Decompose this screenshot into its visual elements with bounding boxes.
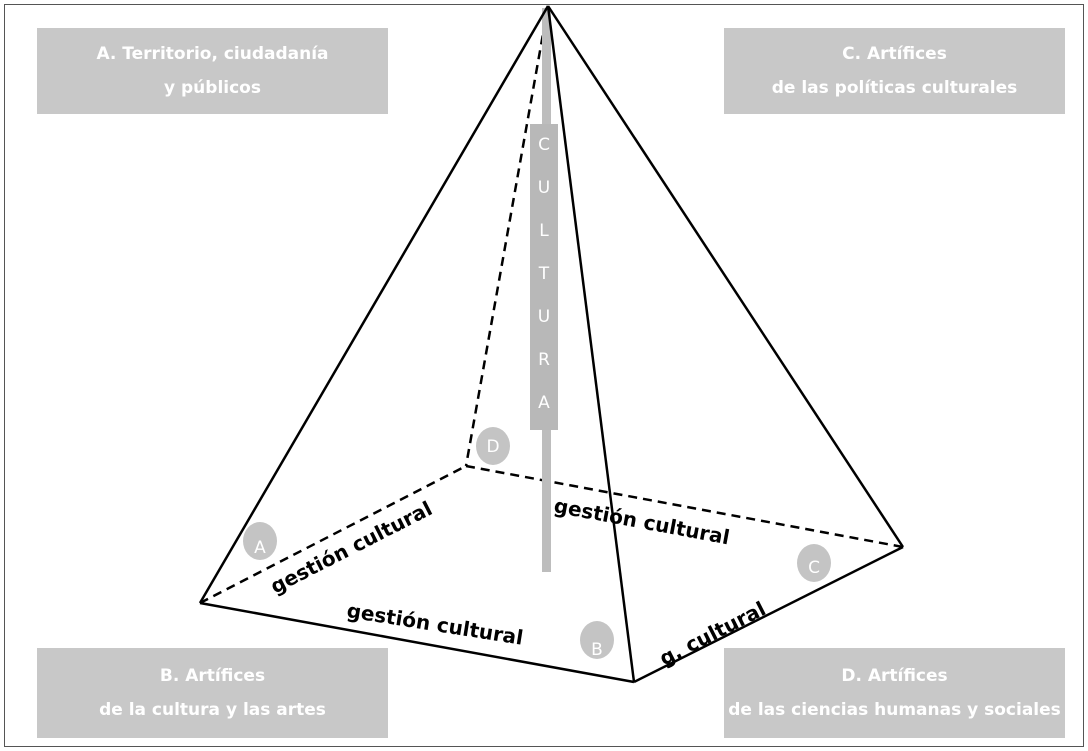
box-d-line2: de las ciencias humanas y sociales	[728, 700, 1061, 720]
box-c-line2: de las políticas culturales	[771, 78, 1018, 98]
box-a-line1: A. Territorio, ciudadanía	[96, 44, 329, 64]
hidden-edge-left-back	[199, 464, 467, 605]
hidden-edge-apex-back	[464, 5, 550, 467]
box-b-artifices-cultura: B. Artífices de la cultura y las artes	[37, 648, 388, 738]
edge-label-back-right: gestión cultural	[552, 493, 732, 549]
edge-label-front: gestión cultural	[345, 598, 525, 650]
box-d-artifices-ciencias: D. Artífices de las ciencias humanas y s…	[724, 648, 1065, 738]
edge-apex-right	[546, 5, 905, 548]
cultura-letter-4: T	[538, 264, 550, 284]
box-a-line2: y públicos	[164, 78, 261, 98]
cultura-letter-6: R	[538, 350, 550, 370]
edge-label-right-front: g. cultural	[655, 596, 769, 670]
diagram-frame	[4, 4, 1084, 747]
corner-marker-d: D	[476, 427, 510, 465]
cultura-letter-3: L	[539, 221, 549, 241]
box-c-line1: C. Artífices	[842, 44, 947, 64]
cultura-letter-5: U	[538, 307, 550, 327]
corner-marker-b: B	[580, 621, 614, 660]
corner-marker-c: C	[797, 544, 831, 582]
corner-letter-d: D	[486, 437, 499, 457]
corner-letter-c: C	[808, 558, 820, 578]
box-b-line2: de la cultura y las artes	[99, 700, 326, 720]
corner-marker-a: A	[243, 522, 277, 560]
edge-front-left	[199, 601, 635, 684]
cultura-letter-7: A	[538, 393, 550, 413]
cultura-letter-1: C	[538, 135, 550, 155]
box-c-artifices-politicas: C. Artífices de las políticas culturales	[724, 28, 1065, 114]
edge-front-right	[633, 545, 904, 684]
axis-cultura-band	[530, 124, 558, 430]
box-a-territorio: A. Territorio, ciudadanía y públicos	[37, 28, 388, 114]
box-b-line1: B. Artífices	[159, 666, 266, 686]
box-d-line1: D. Artífices	[841, 666, 948, 686]
cultura-letters: C U L T U R A	[538, 135, 550, 413]
edge-apex-front	[546, 5, 636, 683]
corner-letter-b: B	[591, 640, 603, 660]
edge-label-left-back: gestión cultural	[266, 496, 436, 598]
edge-apex-left	[198, 5, 550, 604]
cultura-letter-2: U	[538, 178, 550, 198]
corner-letter-a: A	[254, 538, 266, 558]
